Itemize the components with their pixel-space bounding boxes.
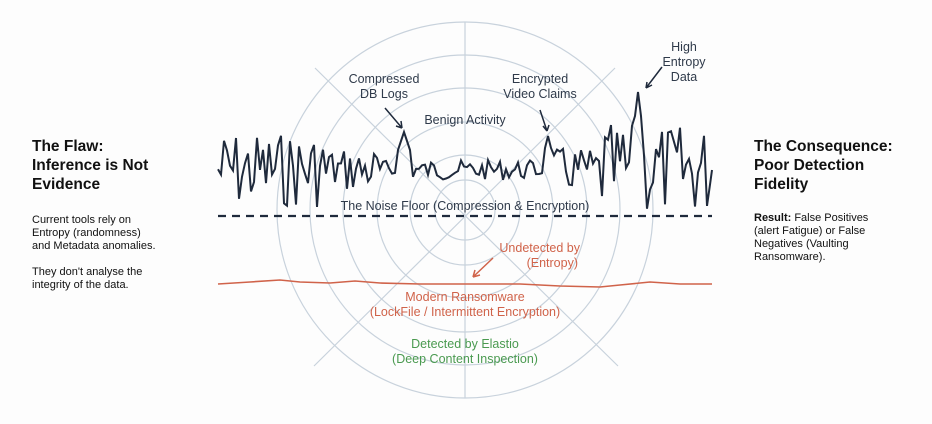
title-line: Poor Detection	[754, 157, 865, 174]
flaw-para-1: Current tools rely on Entropy (randomnes…	[32, 214, 207, 253]
compressed-label: Compressed	[349, 72, 420, 86]
arrow-icon	[384, 107, 403, 129]
arrow-icon	[645, 66, 663, 89]
encrypted-label: Encrypted	[512, 72, 568, 86]
ransomware-line	[217, 279, 712, 288]
text-line: They don't analyse the	[32, 266, 143, 278]
text-line: (alert Fatigue) or False	[754, 225, 866, 237]
grid-spoke	[314, 67, 619, 367]
title-line: Evidence	[32, 176, 101, 193]
text-line: Current tools rely on	[32, 214, 132, 226]
radar-grid	[276, 21, 654, 399]
arrow-icon	[539, 109, 550, 132]
detected-label: (Deep Content Inspection)	[392, 352, 538, 366]
arrow-icon	[472, 257, 494, 278]
undetected-label: (Entropy)	[527, 256, 578, 270]
flaw-title: The Flaw: Inference is Not Evidence	[32, 137, 207, 194]
title-line: The Flaw:	[32, 138, 104, 155]
encrypted-label: Video Claims	[503, 87, 576, 101]
left-panel: The Flaw: Inference is Not Evidence Curr…	[32, 137, 207, 292]
right-panel: The Consequence: Poor Detection Fidelity…	[754, 137, 924, 264]
detected-label: Detected by Elastio	[411, 337, 519, 351]
undetected-label: Undetected by	[499, 241, 580, 255]
flaw-para-2: They don't analyse the integrity of the …	[32, 266, 207, 292]
title-line: Fidelity	[754, 176, 809, 193]
annotation-arrows	[384, 66, 663, 132]
grid-spoke	[313, 67, 616, 367]
high-entropy-label: High	[671, 40, 697, 54]
result-text: Result: False Positives (alert Fatigue) …	[754, 212, 924, 264]
text-line: integrity of the data.	[32, 279, 129, 291]
high-entropy-label: Entropy	[662, 55, 706, 69]
title-line: The Consequence:	[754, 138, 893, 155]
title-line: Inference is Not	[32, 157, 149, 174]
high-entropy-label: Data	[671, 70, 697, 84]
text-line: False Positives	[791, 212, 869, 224]
text-line: and Metadata anomalies.	[32, 240, 156, 252]
result-label: Result:	[754, 212, 792, 224]
noise-floor-label: The Noise Floor (Compression & Encryptio…	[341, 199, 590, 213]
text-line: Ransomware).	[754, 251, 826, 263]
text-line: Negatives (Vaulting	[754, 238, 849, 250]
ransomware-label: Modern Ransomware	[405, 290, 525, 304]
benign-activity-label: Benign Activity	[424, 113, 506, 127]
ransomware-label: (LockFile / Intermittent Encryption)	[370, 305, 560, 319]
consequence-title: The Consequence: Poor Detection Fidelity	[754, 137, 924, 194]
entropy-waveform	[217, 91, 713, 209]
compressed-label: DB Logs	[360, 87, 408, 101]
text-line: Entropy (randomness)	[32, 227, 141, 239]
